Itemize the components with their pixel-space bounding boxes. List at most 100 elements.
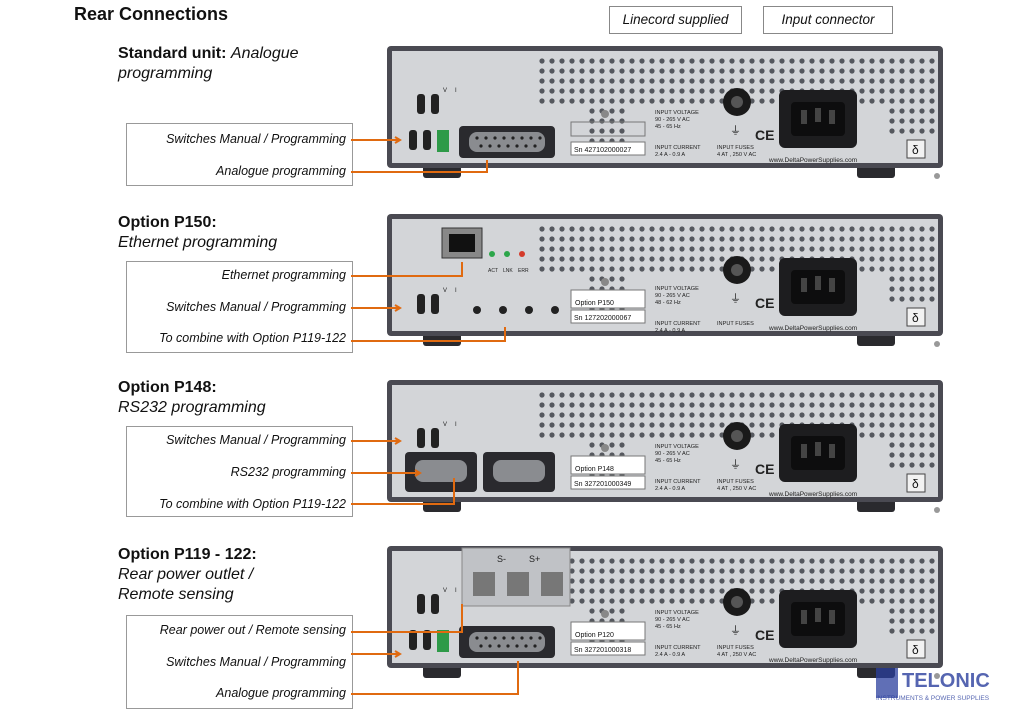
hole [473,306,481,314]
input-current-value: 2.4 A - 0.9 A [655,652,685,658]
serial-plate [570,141,646,156]
website: www.DeltaPowerSupplies.com [768,491,857,498]
dip-switch-icon [431,594,439,614]
section-title-p150: Option P150: Ethernet programming [118,213,277,253]
input-frequency: 45 - 65 Hz [655,624,681,630]
section-title-italic: Analogue [230,45,299,62]
dip-switch-icon [409,630,417,650]
callout-label: Ethernet programming [221,268,346,282]
callout-label: To combine with Option P119-122 [159,331,346,345]
ground-symbol: ⏚ [730,292,741,305]
dip-switch-icon [417,94,425,114]
input-fuses-value: 4 AT , 250 V AC [717,152,756,158]
telonic-logo: TELONIC INSTRUMENTS & POWER SUPPLIES [876,664,1006,704]
ce-mark: CE [755,627,774,643]
logo-mark-icon [876,668,898,698]
option-label: Option P148 [575,466,614,473]
input-fuses-label: INPUT FUSES [717,145,754,151]
hole [525,306,533,314]
section-title-bold: Option P119 - 122: [118,546,257,563]
website: www.DeltaPowerSupplies.com [768,657,857,664]
dip-switch-icon [431,294,439,314]
dip-switch-icon [423,130,431,150]
serial-number: Sn 127202000067 [574,315,631,322]
dip-switch-icon [417,294,425,314]
input-fuses-value: 4 AT , 250 V AC [717,652,756,658]
input-current-value: 2.4 A - 0.9 A [655,152,685,158]
svg-text:δ: δ [912,311,919,325]
callout-label: Switches Manual / Programming [166,433,346,447]
screw-icon [601,610,609,618]
status-led-icon [504,251,510,257]
input-current-value: 2.4 A - 0.9 A [655,328,685,334]
input-voltage-label: INPUT VOLTAGE [655,444,699,450]
switch-letter: I [455,88,457,94]
screw-icon [934,341,940,347]
section-title-bold: Standard unit: [118,45,227,62]
screw-icon [601,110,609,118]
callout-label: Analogue programming [216,686,346,700]
screw-icon [934,507,940,513]
input-current-label: INPUT CURRENT [655,645,701,651]
led-label: ACT [488,268,498,274]
input-frequency: 45 - 65 Hz [655,458,681,464]
serial-plate [570,309,646,324]
vent-holes [885,272,935,302]
logo-name: TELONIC [902,670,990,692]
delta-logo-icon [906,473,926,493]
switch-letter: V [443,288,447,294]
ground-symbol: ⏚ [730,124,741,137]
input-current-label: INPUT CURRENT [655,321,701,327]
option-label: Option P150 [575,300,614,307]
section-title-italic-line: Ethernet programming [118,234,278,251]
input-current-label: INPUT CURRENT [655,145,701,151]
callout-label: RS232 programming [230,465,346,479]
callout-box-p150: Ethernet programming Switches Manual / P… [126,261,353,353]
callout-label: Analogue programming [216,164,346,178]
vent-holes [587,104,627,144]
input-fuses-label: INPUT FUSES [717,321,754,327]
delta-logo-icon [906,139,926,159]
screw-icon [601,278,609,286]
option-label: Option P120 [575,632,614,639]
switch-letter: I [455,588,457,594]
input-voltage-range: 90 - 265 V AC [655,293,690,299]
section-title-italic-line: Rear power outlet / [118,566,254,583]
serial-number: Sn 327201000318 [574,647,631,654]
ground-symbol: ⏚ [730,458,741,471]
option-label-plate [570,289,646,309]
section-title-bold: Option P148: [118,379,217,396]
switch-letter: I [455,422,457,428]
website: www.DeltaPowerSupplies.com [768,157,857,164]
input-voltage-label: INPUT VOLTAGE [655,610,699,616]
callout-label: Switches Manual / Programming [166,132,346,146]
page-title: Rear Connections [74,4,229,24]
input-connector-label: Input connector [763,6,893,34]
ce-mark: CE [755,295,774,311]
dip-switch-icon [417,594,425,614]
switch-letter: V [443,422,447,428]
screw-icon [934,173,940,179]
serial-number: Sn 327201000349 [574,481,631,488]
section-title-italic-line: Remote sensing [118,586,234,603]
input-voltage-label: INPUT VOLTAGE [655,110,699,116]
input-fuses-label: INPUT FUSES [717,645,754,651]
input-frequency: 48 - 62 Hz [655,300,681,306]
input-voltage-range: 90 - 265 V AC [655,451,690,457]
hole [551,306,559,314]
section-title-italic-line: programming [118,65,213,82]
switch-letter: V [443,588,447,594]
serial-frame [570,121,646,137]
input-voltage-label: INPUT VOLTAGE [655,286,699,292]
dip-switch-icon [409,130,417,150]
hole [499,306,507,314]
dip-switch-icon [431,94,439,114]
ground-symbol: ⏚ [730,624,741,637]
callout-box-standard: Switches Manual / Programming Analogue p… [126,123,353,186]
svg-text:δ: δ [912,143,919,157]
callout-label: To combine with Option P119-122 [159,497,346,511]
